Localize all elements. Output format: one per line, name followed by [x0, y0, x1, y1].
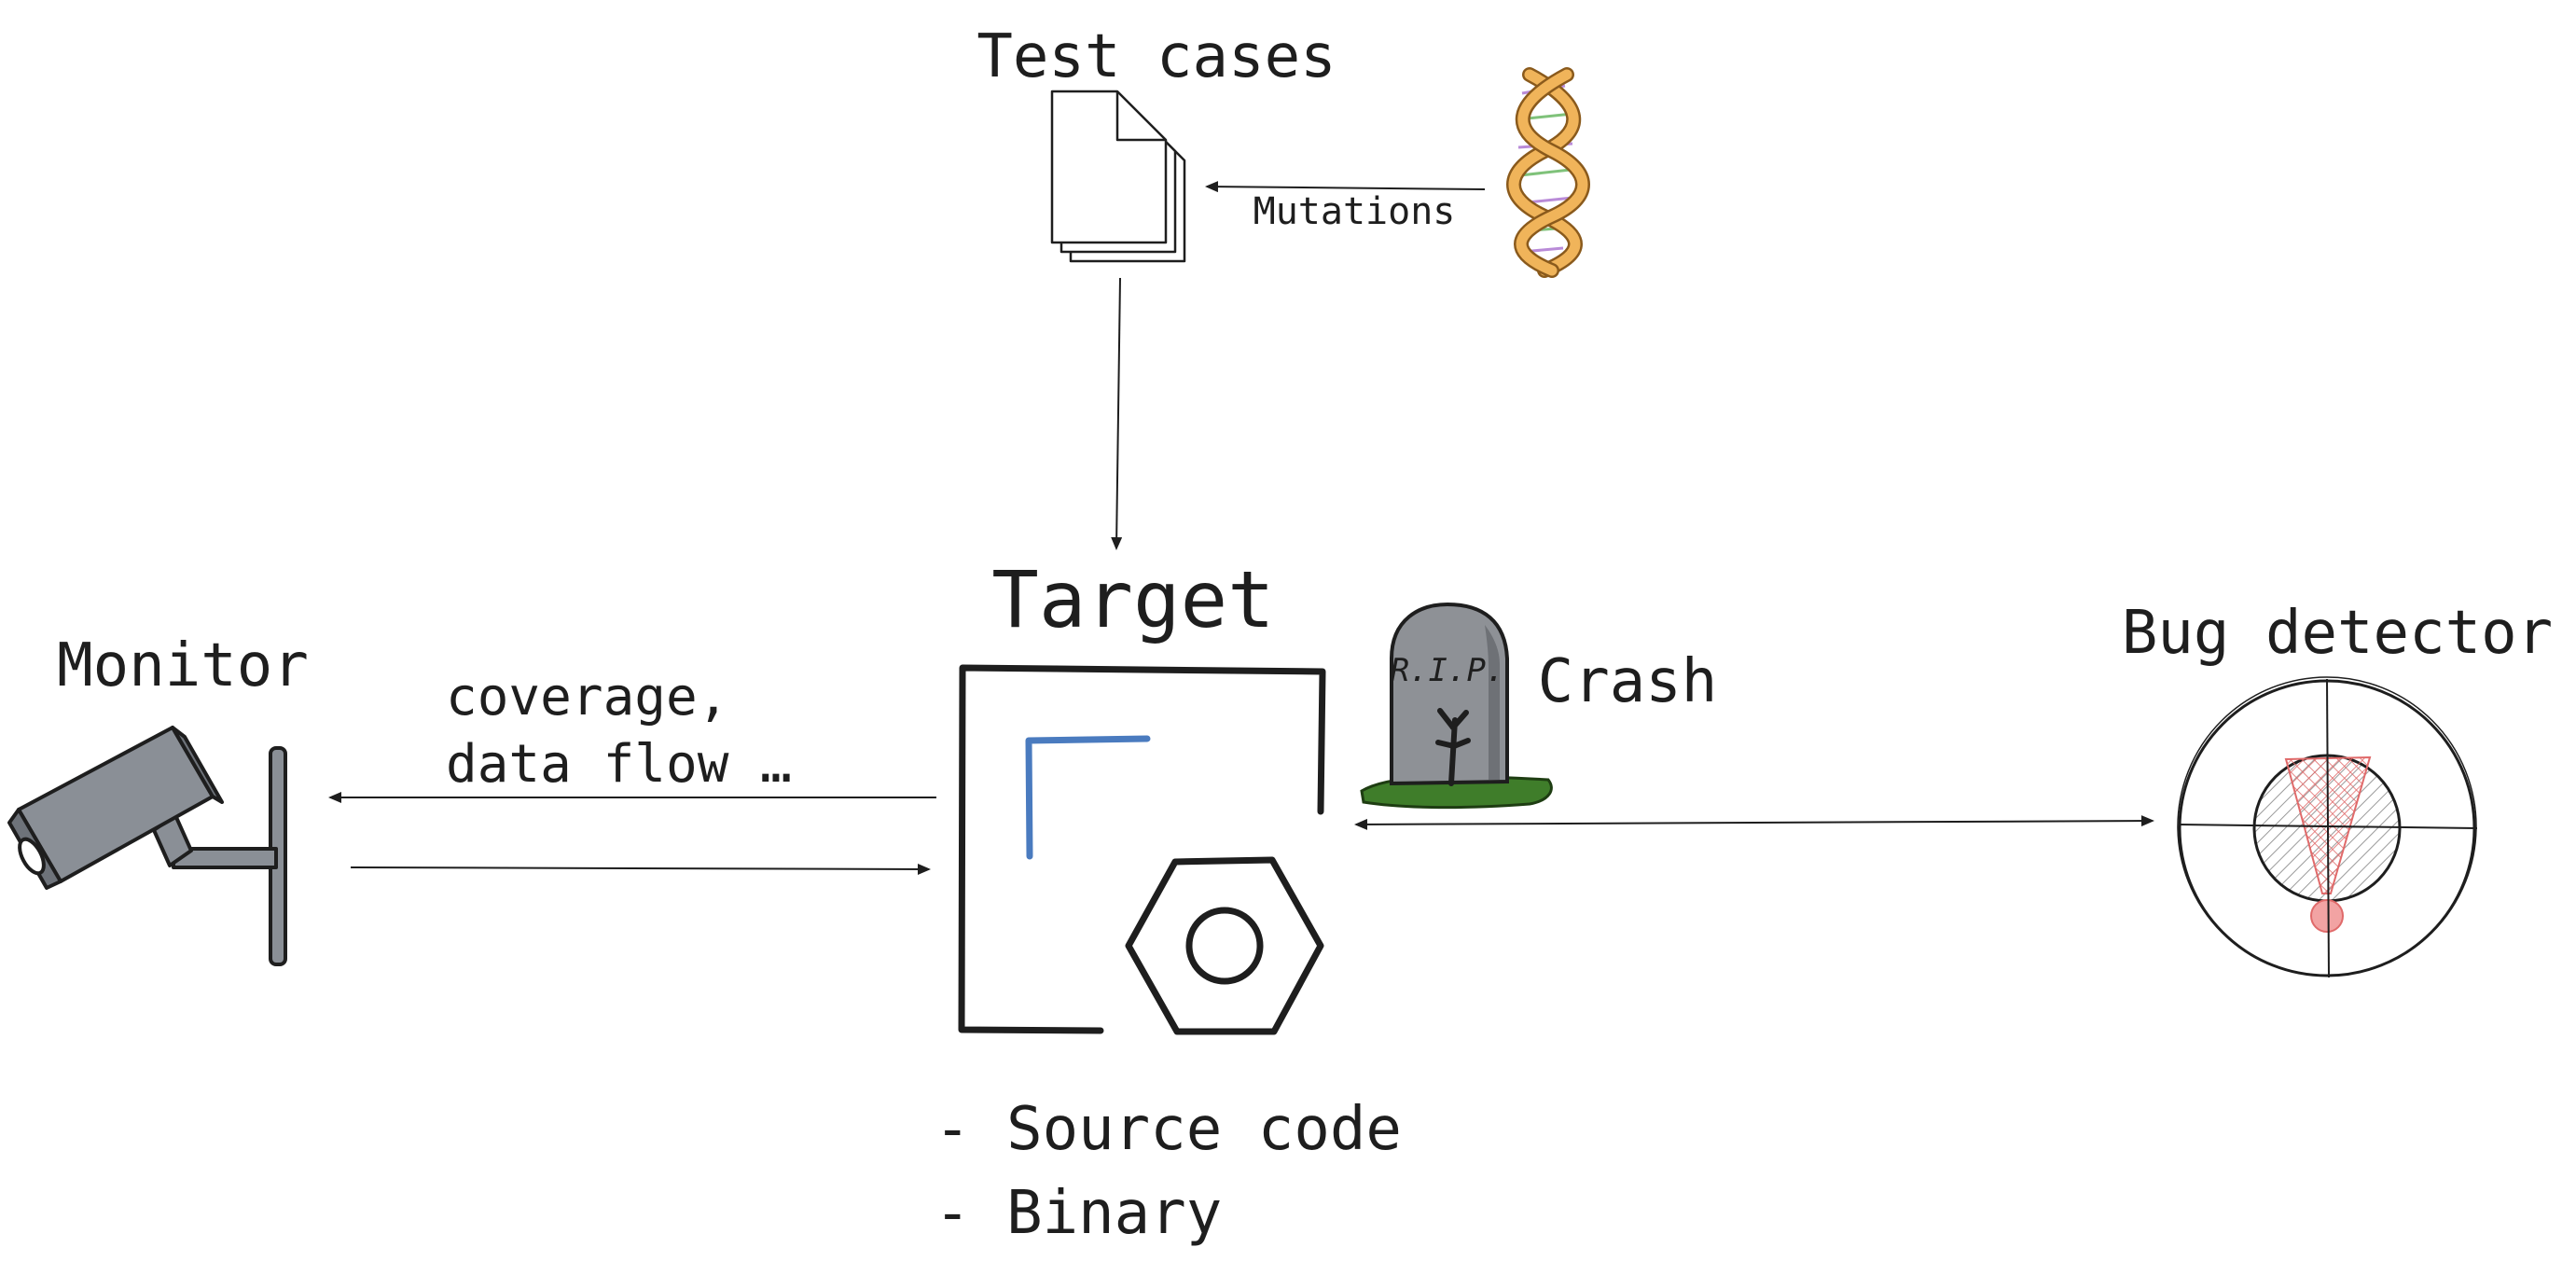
- feedback-label-line1: coverage,: [446, 667, 728, 728]
- security-camera-icon: [7, 726, 287, 966]
- target-label: Target: [991, 554, 1274, 645]
- tombstone-text: R.I.P.: [1391, 652, 1505, 689]
- mutations-arrow: [1205, 181, 1486, 193]
- crash-label: Crash: [1538, 647, 1718, 716]
- monitor-label: Monitor: [57, 631, 309, 700]
- exclamation-target-icon: [2177, 676, 2478, 978]
- hex-nut-icon: [1125, 856, 1324, 1035]
- target-box: [958, 664, 1326, 1034]
- target-item-binary: - Binary: [935, 1179, 1222, 1248]
- monitor-to-target-arrow: [350, 863, 931, 875]
- mutations-label: Mutations: [1253, 190, 1456, 233]
- code-bracket-icon: [1025, 735, 1151, 860]
- documents-stack-icon: [1050, 90, 1186, 263]
- dna-helix-icon: [1506, 67, 1590, 278]
- feedback-label-line2: data flow …: [446, 734, 792, 795]
- testcases-to-target-arrow: [1111, 277, 1123, 550]
- bug-detector-label: Bug detector: [2122, 599, 2553, 668]
- tombstone-icon: R.I.P.: [1360, 602, 1553, 810]
- test-cases-label: Test cases: [976, 22, 1336, 91]
- target-bug-detector-arrow: [1354, 815, 2154, 830]
- target-item-source-code: - Source code: [935, 1095, 1402, 1164]
